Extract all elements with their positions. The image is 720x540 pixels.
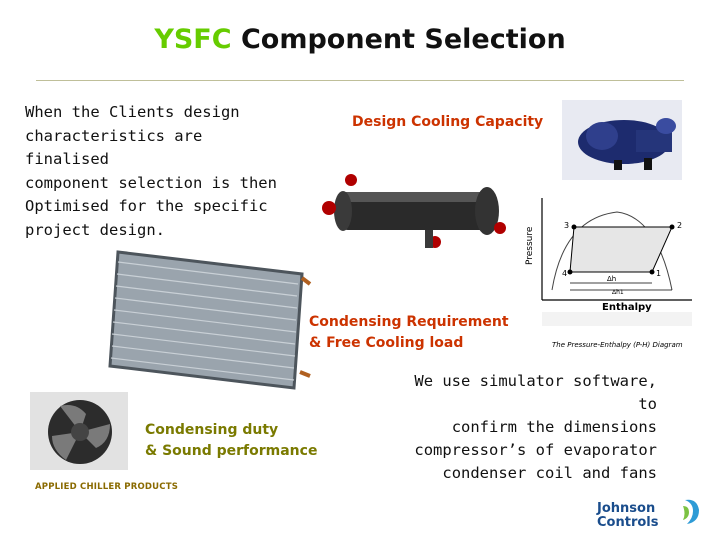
johnson-controls-logo-icon <box>683 499 699 524</box>
ph-caption: The Pressure-Enthalpy (P-H) Diagram <box>552 341 683 349</box>
label-condensing-requirement: Condensing Requirement & Free Cooling lo… <box>309 314 509 351</box>
compressor-image <box>562 100 682 180</box>
condenser-coil-image <box>108 250 312 390</box>
ph-point-1: 1 <box>656 269 661 278</box>
intro-text: When the Clients design characteristics … <box>25 103 277 239</box>
footer-applied-chiller-products: APPLIED CHILLER PRODUCTS <box>35 482 179 492</box>
johnson-controls-logo-text: Johnson Controls <box>597 501 659 530</box>
fan-image <box>30 392 128 470</box>
ph-x-axis-label: Enthalpy <box>602 302 652 313</box>
simulator-text: We use simulator software, to confirm th… <box>414 372 657 482</box>
ph-dh-label: Δh <box>607 275 616 283</box>
title-rest: Component Selection <box>231 24 566 55</box>
evaporator-image <box>322 174 506 248</box>
ph-point-2: 2 <box>677 221 682 230</box>
ph-dh1-label: Δh1 <box>612 289 624 296</box>
slide-title: YSFC Component Selection <box>0 24 720 55</box>
label-design-cooling-capacity: Design Cooling Capacity <box>352 114 544 130</box>
ph-point-4: 4 <box>562 269 567 278</box>
label-condensing-duty: Condensing duty & Sound performance <box>145 422 318 459</box>
ph-y-axis-label: Pressure <box>525 226 535 265</box>
title-divider <box>36 80 684 81</box>
ph-point-3: 3 <box>564 221 569 230</box>
pressure-enthalpy-diagram: Pressure Enthalpy 3 2 1 4 Δh Δh1 The Pre… <box>525 198 692 349</box>
title-accent: YSFC <box>154 24 232 55</box>
